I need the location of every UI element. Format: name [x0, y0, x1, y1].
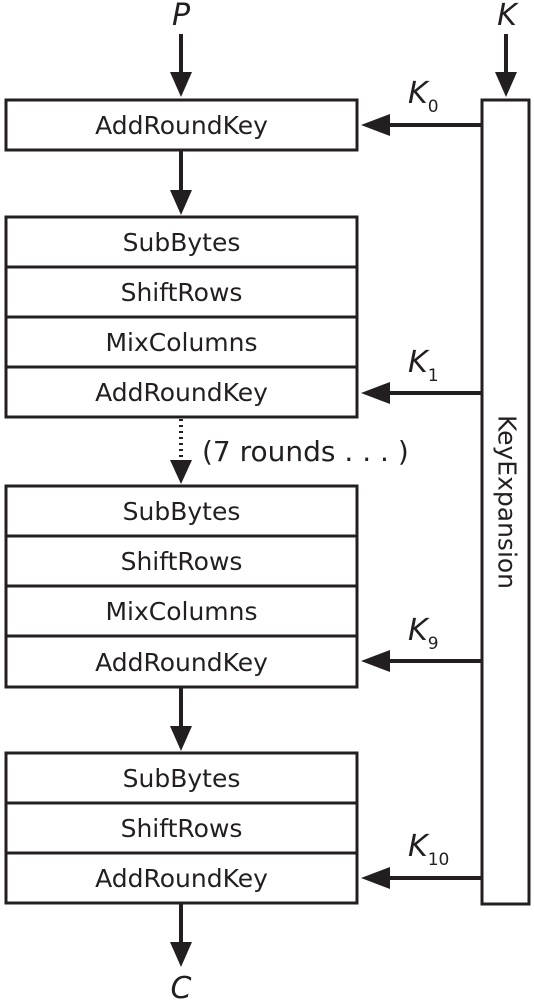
round-9-block: SubBytes ShiftRows MixColumns AddRoundKe…: [4, 484, 359, 689]
ciphertext-label: C: [171, 971, 192, 1001]
round-key-arrow-k1: K1: [361, 345, 482, 404]
arrow-key: [495, 34, 517, 97]
round-key-arrow-k10: K10: [361, 829, 482, 889]
final-round-block: SubBytes ShiftRows AddRoundKey: [4, 751, 359, 905]
rounds-note: (7 rounds . . . ): [202, 435, 409, 468]
round-key-arrow-k0: K0: [361, 76, 482, 136]
round-key-k0-label: K0: [408, 76, 439, 117]
round-key-k10-label: K10: [408, 829, 449, 870]
arrow-output: [170, 903, 192, 967]
round-9-mixcolumns: MixColumns: [105, 597, 257, 626]
final-shiftrows: ShiftRows: [121, 814, 243, 843]
initial-addroundkey-box: AddRoundKey: [4, 98, 359, 152]
round-1-block: SubBytes ShiftRows MixColumns AddRoundKe…: [4, 215, 359, 419]
round-9-shiftrows: ShiftRows: [121, 547, 243, 576]
round-key-k1-label: K1: [408, 345, 439, 386]
initial-addroundkey-label: AddRoundKey: [95, 111, 268, 140]
arrow-to-final-round: [170, 687, 192, 751]
round-key-arrow-k9: K9: [361, 613, 482, 672]
key-expansion-label: KeyExpansion: [493, 415, 522, 589]
round-key-k9-label: K9: [408, 613, 439, 654]
arrow-input: [170, 34, 192, 97]
round-9-addroundkey: AddRoundKey: [95, 648, 268, 677]
plaintext-label: P: [172, 0, 191, 33]
arrow-dotted-rounds: [170, 419, 192, 484]
final-subbytes: SubBytes: [123, 764, 241, 793]
final-addroundkey: AddRoundKey: [95, 864, 268, 893]
key-expansion-box: KeyExpansion: [480, 98, 531, 906]
key-label: K: [497, 0, 519, 33]
round-1-addroundkey: AddRoundKey: [95, 378, 268, 407]
arrow-to-round-1: [170, 150, 192, 215]
round-1-subbytes: SubBytes: [123, 228, 241, 257]
round-1-shiftrows: ShiftRows: [121, 278, 243, 307]
round-9-subbytes: SubBytes: [123, 497, 241, 526]
round-1-mixcolumns: MixColumns: [105, 328, 257, 357]
